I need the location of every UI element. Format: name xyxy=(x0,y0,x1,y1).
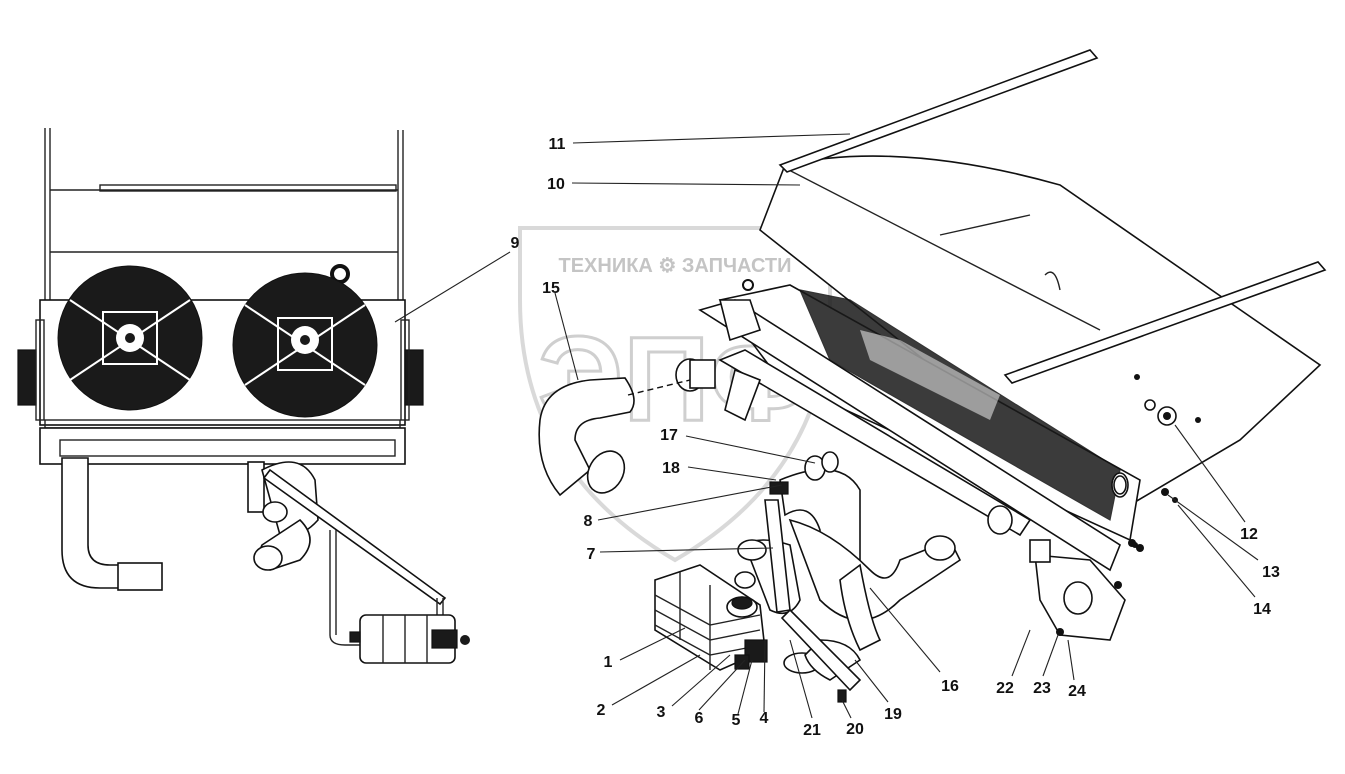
leader-lines xyxy=(394,133,1259,719)
expansion-tank xyxy=(654,564,768,671)
callouts: 11 10 9 15 17 18 8 7 1 2 3 6 5 4 21 20 1… xyxy=(511,136,1280,739)
callout-17: 17 xyxy=(660,427,678,444)
callout-10: 10 xyxy=(547,176,565,193)
callout-11: 11 xyxy=(549,136,566,153)
callout-4: 4 xyxy=(760,710,769,727)
callout-15: 15 xyxy=(542,280,560,297)
callout-23: 23 xyxy=(1033,680,1051,697)
callout-16: 16 xyxy=(941,678,959,695)
callout-8: 8 xyxy=(584,513,593,530)
callout-5: 5 xyxy=(732,712,741,729)
callout-13: 13 xyxy=(1262,564,1280,581)
callout-20: 20 xyxy=(846,721,864,738)
fan-left xyxy=(57,265,203,411)
callout-2: 2 xyxy=(597,702,606,719)
callout-3: 3 xyxy=(657,704,666,721)
callout-19: 19 xyxy=(884,706,902,723)
callout-24: 24 xyxy=(1068,683,1086,700)
callout-14: 14 xyxy=(1253,601,1271,618)
callout-18: 18 xyxy=(662,460,680,477)
callout-22: 22 xyxy=(996,680,1014,697)
expansion-tank-rear xyxy=(349,614,470,664)
fan-right xyxy=(232,272,378,418)
left-view-cooling-unit xyxy=(17,128,470,664)
right-view-assembly xyxy=(538,49,1327,703)
callout-1: 1 xyxy=(604,654,613,671)
callout-12: 12 xyxy=(1240,526,1258,543)
callout-9: 9 xyxy=(511,235,520,252)
callout-21: 21 xyxy=(803,722,821,739)
watermark-text: ТЕХНИКА ⚙ ЗАПЧАСТИ xyxy=(558,255,791,277)
callout-6: 6 xyxy=(695,710,704,727)
callout-7: 7 xyxy=(587,546,596,563)
